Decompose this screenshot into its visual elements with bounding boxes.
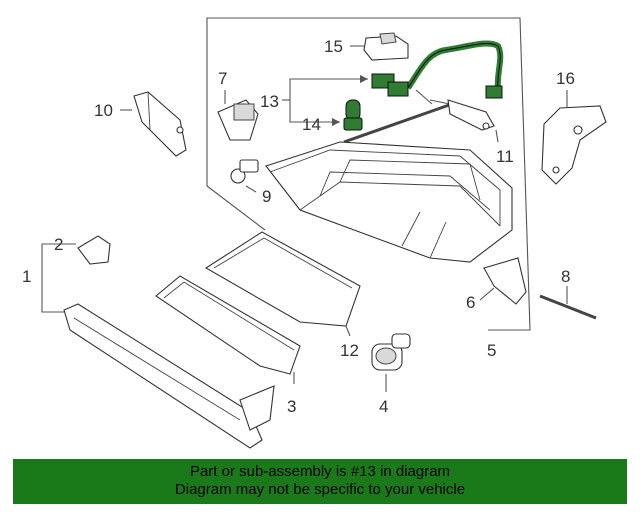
- part-1-door: [41, 244, 275, 449]
- part-10-bracket: [120, 91, 187, 157]
- part-4-outlet: [371, 333, 411, 392]
- callout-4: 4: [379, 397, 388, 416]
- part-15-cover: [350, 32, 409, 61]
- callout-11: 11: [496, 147, 514, 166]
- parts-diagram: 1 2 3 4 5 6 7 8 9 10 11 12 13 14 15 16: [22, 17, 607, 449]
- part-2-striker: [42, 235, 111, 265]
- part-5-bin: [265, 141, 513, 263]
- part-8-pin: [539, 286, 597, 320]
- callout-1: 1: [22, 267, 31, 286]
- callout-9: 9: [262, 187, 271, 206]
- part-14-bulb: [343, 99, 363, 131]
- arrowhead-14: [332, 118, 340, 126]
- callout-13: 13: [260, 92, 279, 111]
- arrowhead-13: [360, 75, 368, 83]
- part-6-latch: [479, 257, 527, 305]
- callout-2: 2: [54, 235, 63, 254]
- part-3-tray: [155, 275, 301, 384]
- banner-line-1: Part or sub-assembly is #13 in diagram: [189, 463, 451, 480]
- callout-6: 6: [466, 293, 475, 312]
- part-11-damper: [343, 99, 499, 144]
- callout-12: 12: [340, 341, 359, 360]
- part-16-hinge: [541, 90, 607, 185]
- info-banner: Part or sub-assembly is #13 in diagram D…: [13, 459, 627, 504]
- callout-3: 3: [287, 397, 296, 416]
- detail-box-outline: [206, 17, 531, 331]
- callout-8: 8: [561, 267, 570, 286]
- callout-14: 14: [302, 115, 321, 134]
- callout-7: 7: [218, 69, 227, 88]
- part-7-lamp: [217, 90, 259, 141]
- callout-15: 15: [324, 37, 343, 56]
- part-9-bumper: [230, 159, 259, 193]
- banner-line-2: Diagram may not be specific to your vehi…: [174, 481, 466, 498]
- part-12-liner: [204, 231, 361, 337]
- callout-5: 5: [487, 341, 496, 360]
- detail-box-diagonal: [206, 185, 266, 231]
- callout-10: 10: [94, 101, 113, 120]
- callout-16: 16: [556, 69, 575, 88]
